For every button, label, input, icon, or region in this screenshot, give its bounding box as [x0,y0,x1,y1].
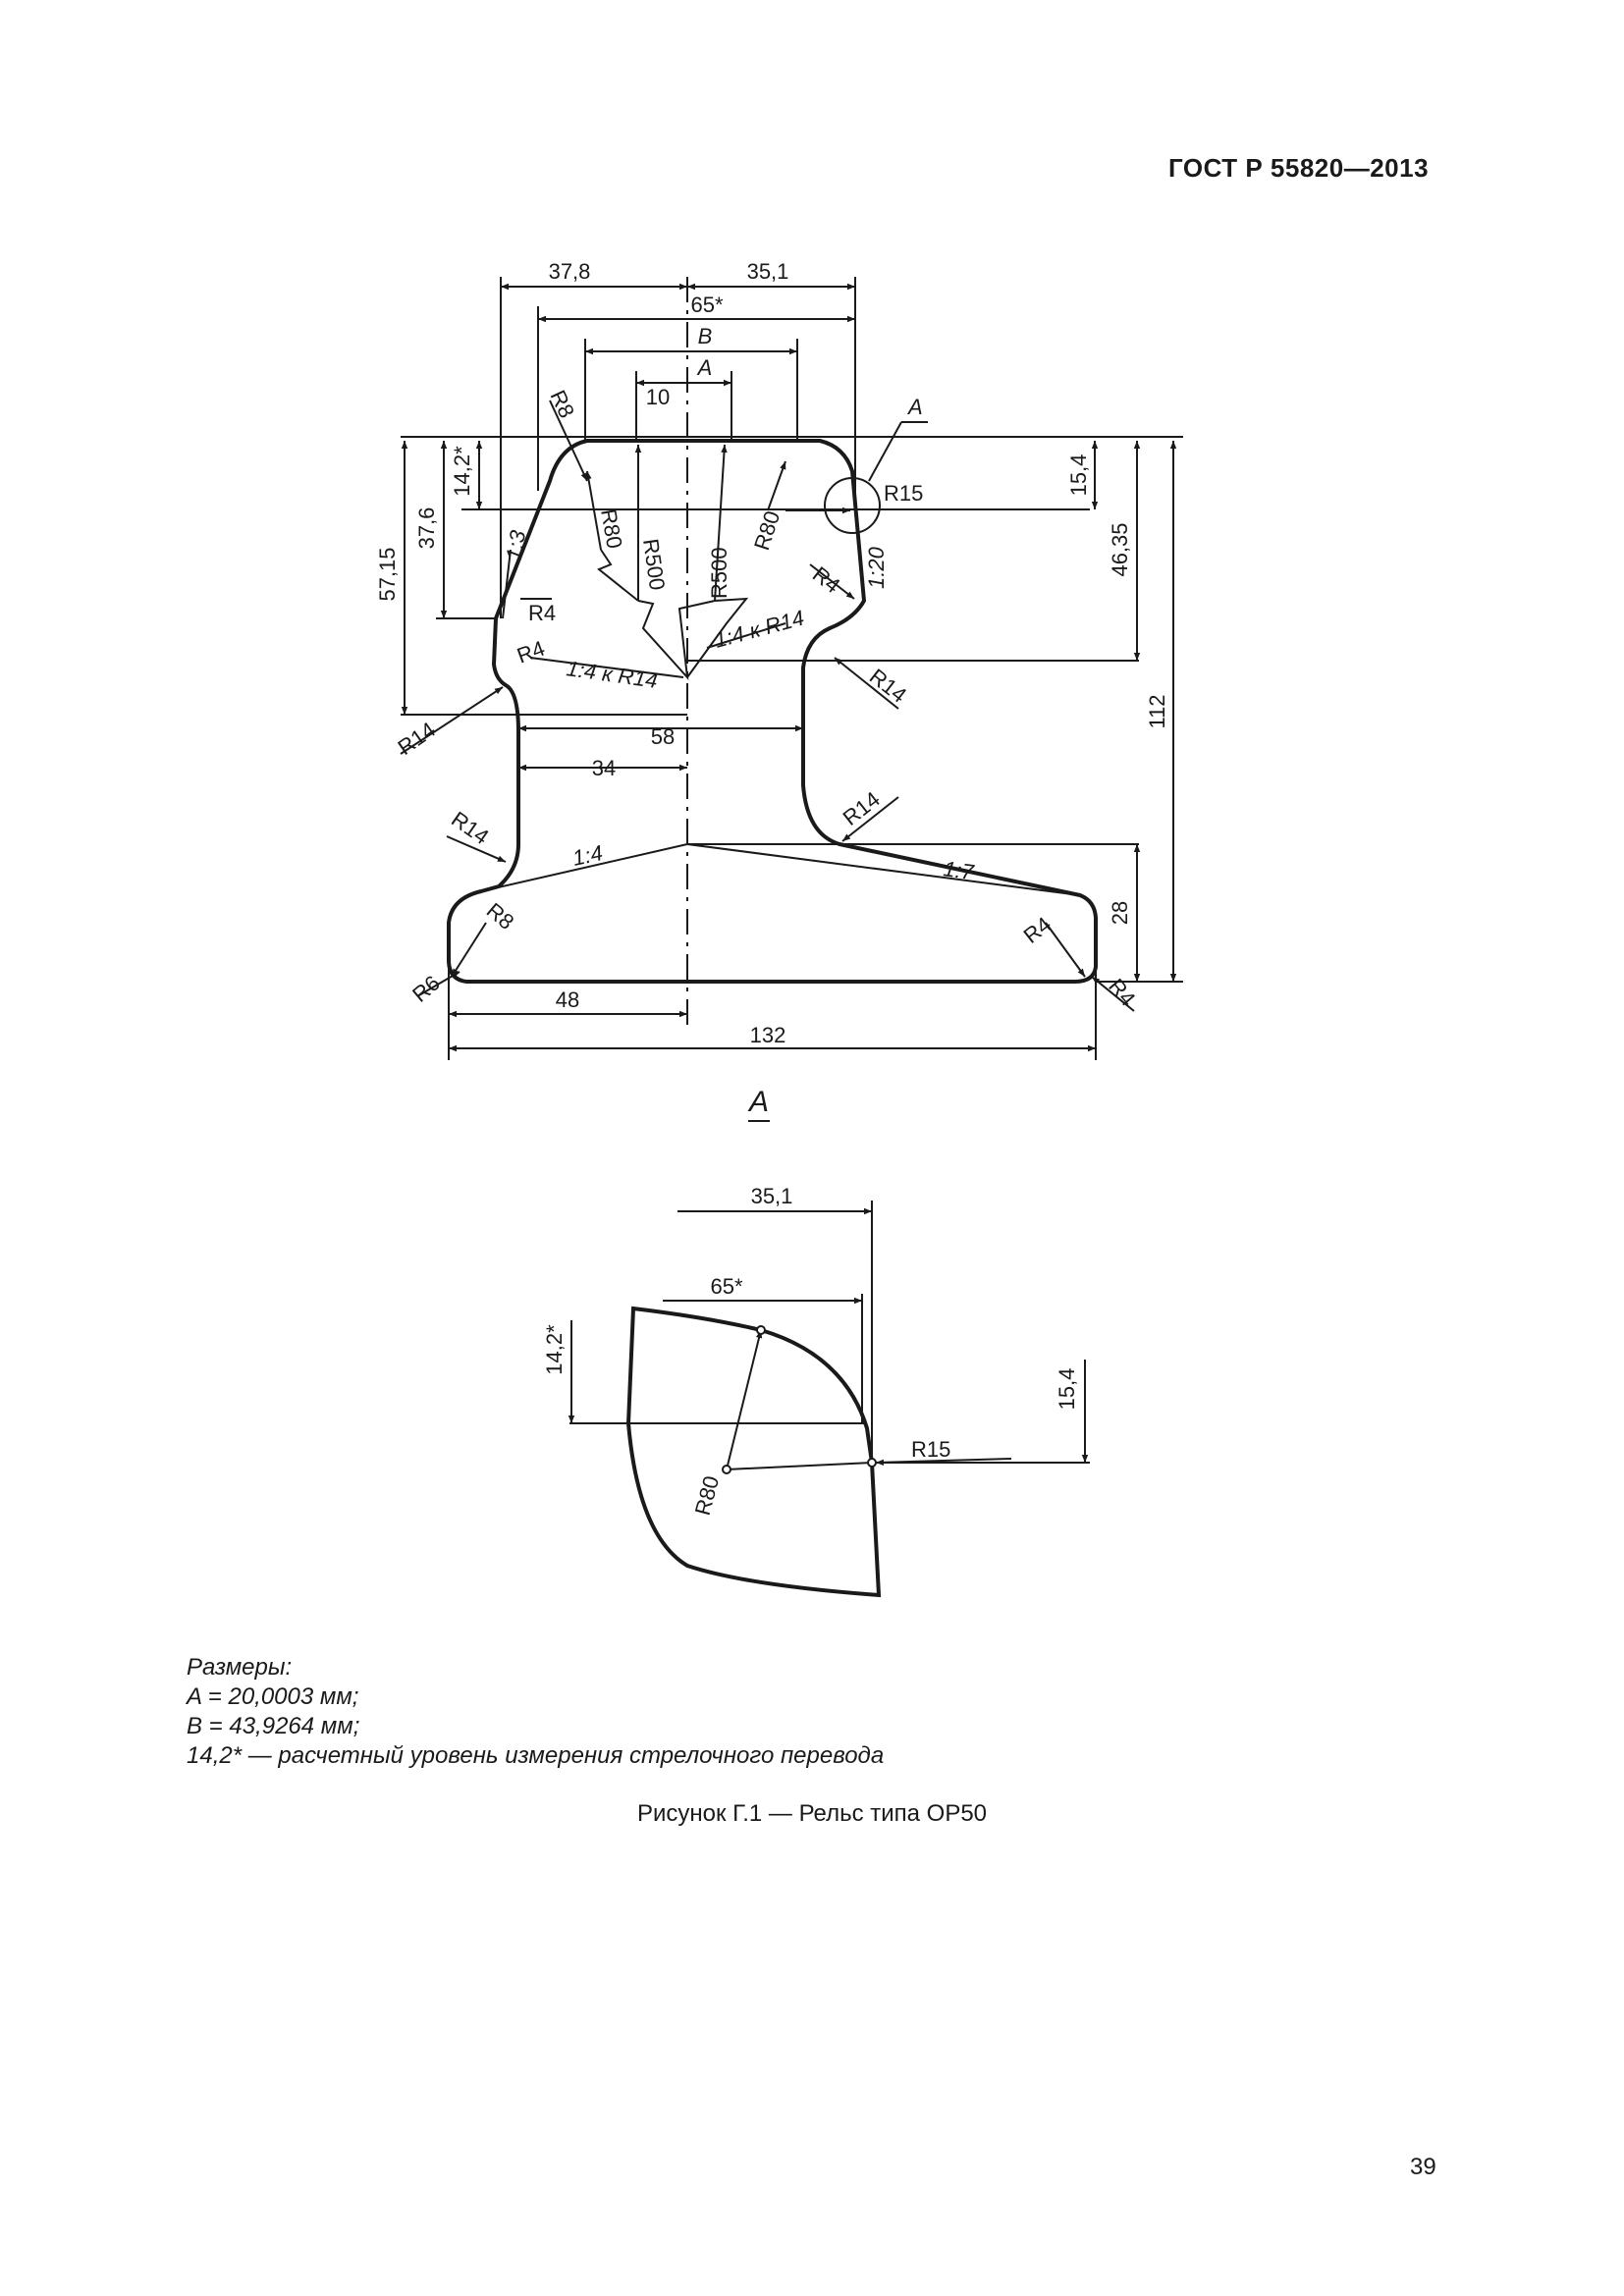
standard-number: ГОСТ Р 55820—2013 [1168,153,1430,183]
detail-callout [824,421,928,534]
radius-zigzags [502,549,786,680]
detail-dimension-lines [568,1207,1089,1470]
label-r8-foot: R8 [482,898,519,934]
slope-1-7-foot: 1:7 [942,856,976,884]
radius-texts: R8 R80 R500 R500 R80 R15 R4 R4 R4 R14 R1… [394,387,1141,1011]
slope-1-4-r14-right: 1:4 к R14 [712,605,807,652]
dimension-notes: Размеры: A = 20,0003 мм; B = 43,9264 мм;… [187,1653,884,1771]
page-number: 39 [1410,2154,1436,2180]
dim-112: 112 [1145,694,1169,728]
detail-lines [569,1201,1090,1470]
rail-outline [447,439,1098,984]
label-r4-head-left2: R4 [514,636,548,668]
radius-leaders [400,400,1135,1012]
note-line: A = 20,0003 мм; [187,1683,359,1710]
dim-15-4: 15,4 [1066,454,1091,497]
figure-caption: Рисунок Г.1 — Рельс типа ОР50 [636,1800,988,1827]
dimension-lines [401,283,1177,1052]
label-r8-top: R8 [545,387,579,422]
detail-r15: R15 [911,1437,950,1462]
detail-dim-15-4: 15,4 [1055,1368,1079,1411]
dim-10: 10 [646,385,670,409]
dim-A: A [696,355,713,380]
label-r14-neck-left: R14 [394,717,440,760]
note-line: B = 43,9264 мм; [187,1713,360,1739]
slope-1-3: 1:3 [501,528,530,562]
dim-37-8: 37,8 [549,259,591,284]
detail-dim-14-2: 14,2* [542,1324,567,1375]
note-line: 14,2* — расчетный уровень измерения стре… [187,1742,885,1769]
slope-1-4-foot: 1:4 [570,840,605,871]
label-r4-foot-right: R4 [1019,912,1056,948]
label-r15: R15 [884,481,923,506]
dim-65: 65* [690,293,723,317]
detail-dim-35-1: 35,1 [751,1184,793,1208]
dim-B: B [698,324,713,348]
detail-points [722,1325,877,1474]
foot-slope-lines [480,843,1081,896]
dim-58: 58 [651,724,675,749]
label-r4-head-left: R4 [528,601,556,625]
dim-35-1: 35,1 [747,259,789,284]
slope-texts: 1:3 1:20 1:4 к R14 1:4 к R14 1:4 1:7 [501,528,976,885]
dimension-texts: 37,8 35,1 65* B A 10 58 34 48 132 57,15 … [375,259,1169,1047]
dim-48: 48 [556,988,579,1012]
notes-title: Размеры: [187,1654,293,1681]
dim-46-35: 46,35 [1108,522,1132,576]
dim-34: 34 [592,756,616,780]
label-r14-web-right: R14 [839,786,885,830]
detail-callout-label: A [906,395,923,419]
label-r14-neck-right: R14 [865,664,911,708]
label-r4-foot-right2: R4 [1104,974,1140,1011]
dim-28: 28 [1108,901,1132,925]
dim-14-2: 14,2* [450,446,474,497]
extension-lines [401,277,1183,1060]
label-r500-left: R500 [638,537,670,592]
detail-outline [625,1306,882,1598]
detail-dim-65: 65* [710,1274,742,1299]
label-r80-right: R80 [749,507,785,553]
detail-r80: R80 [690,1473,725,1518]
dim-132: 132 [750,1023,786,1047]
label-r6-foot: R6 [407,971,445,1007]
dim-37-6: 37,6 [414,507,439,550]
slope-1-20: 1:20 [864,546,889,589]
label-r500-right: R500 [707,547,731,599]
detail-title: A [747,1086,769,1118]
label-r14-web-left: R14 [447,807,493,850]
slope-1-4-r14-left: 1:4 к R14 [565,656,659,693]
dim-57-15: 57,15 [375,547,400,601]
